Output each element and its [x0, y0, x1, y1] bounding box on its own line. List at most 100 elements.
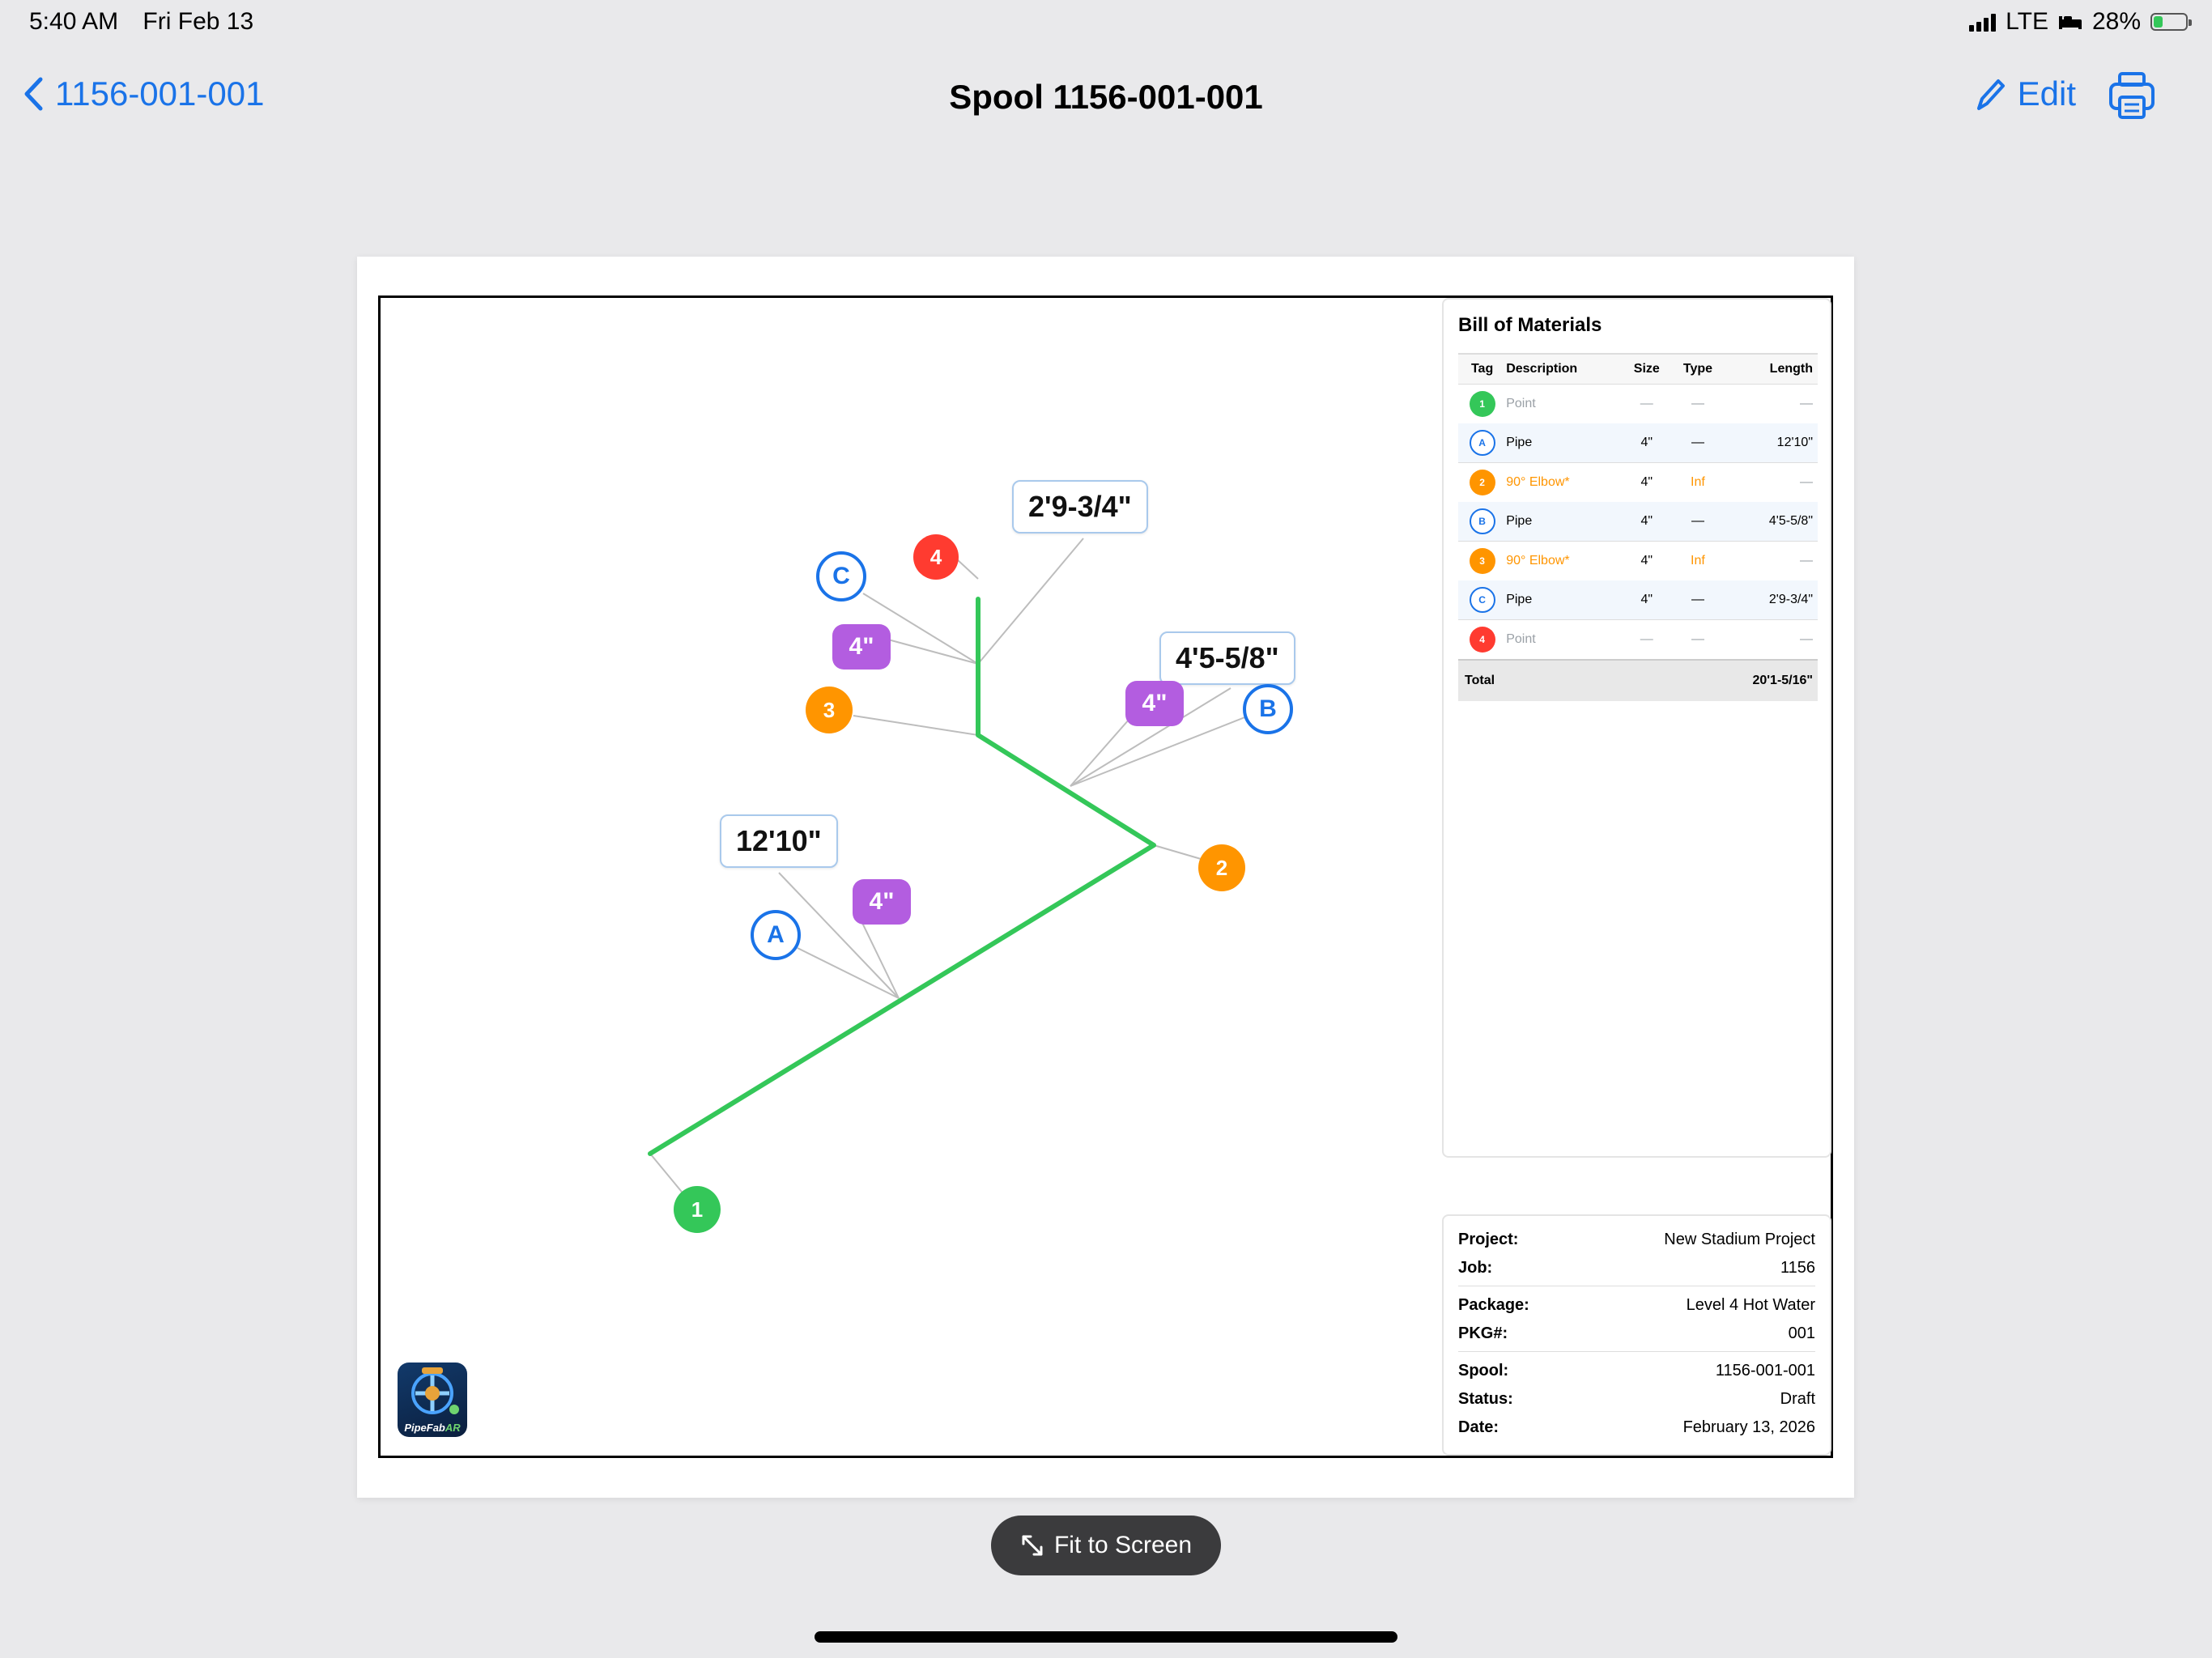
info-spool-value: 1156-001-001 — [1715, 1362, 1815, 1380]
bom-size: 4" — [1640, 554, 1653, 568]
spool-drawing[interactable]: 2'9-3/4" 4'5-5/8" 12'10" 4" 4" 4" 4 C 3 … — [381, 298, 1441, 1456]
fit-to-screen-button[interactable]: Fit to Screen — [991, 1516, 1221, 1575]
tag-badge: 4 — [1469, 627, 1495, 653]
node-c[interactable]: C — [816, 551, 866, 602]
bom-length: — — [1800, 397, 1813, 410]
bom-header-length: Length — [1769, 362, 1813, 376]
fit-to-screen-label: Fit to Screen — [1053, 1532, 1193, 1558]
bom-header-size: Size — [1633, 362, 1660, 376]
print-button[interactable] — [2108, 71, 2155, 124]
bom-type: Inf — [1691, 554, 1705, 568]
chevron-left-icon — [24, 77, 43, 111]
edit-button-label: Edit — [2017, 74, 2076, 113]
info-status-label: Status: — [1458, 1390, 1513, 1408]
tag-badge: 3 — [1469, 548, 1495, 574]
info-package: Package: Level 4 Hot Water — [1458, 1291, 1815, 1320]
bom-type: — — [1691, 436, 1704, 449]
network-type: LTE — [2006, 8, 2048, 35]
bom-size: 4" — [1640, 475, 1653, 489]
logo-emblem-icon — [411, 1367, 459, 1414]
leader-b-length — [1070, 687, 1231, 787]
bom-type: — — [1691, 632, 1704, 646]
leader-a — [797, 947, 900, 999]
node-3[interactable]: 3 — [806, 687, 853, 733]
leader-2 — [1153, 844, 1207, 861]
battery-icon — [2150, 13, 2192, 31]
tag-badge: C — [1469, 587, 1495, 613]
pipe-sketch — [648, 538, 1248, 1210]
battery-percent: 28% — [2091, 8, 2141, 35]
info-project-label: Project: — [1458, 1231, 1519, 1248]
bom-row[interactable]: C Pipe 4" — 2'9-3/4" — [1458, 580, 1818, 619]
info-package-label: Package: — [1458, 1296, 1529, 1314]
info-date-label: Date: — [1458, 1418, 1499, 1436]
length-label-c[interactable]: 2'9-3/4" — [1012, 480, 1148, 534]
bom-size: 4" — [1640, 436, 1653, 449]
info-spool: Spool: 1156-001-001 — [1458, 1357, 1815, 1385]
bom-row[interactable]: B Pipe 4" — 4'5-5/8" — [1458, 502, 1818, 541]
status-time: 5:40 AM — [29, 8, 119, 35]
node-2[interactable]: 2 — [1198, 844, 1245, 891]
bom-size: 4" — [1640, 593, 1653, 606]
pencil-icon — [1976, 79, 2005, 110]
bom-description: Point — [1506, 397, 1536, 410]
bom-row[interactable]: 2 90° Elbow* 4" Inf — — [1458, 462, 1818, 502]
leader-b-size — [1070, 712, 1136, 787]
size-label-b[interactable]: 4" — [1125, 681, 1184, 726]
bom-title: Bill of Materials — [1458, 314, 1602, 336]
bom-row[interactable]: 4 Point — — — — [1458, 619, 1818, 659]
bom-total-row: Total 20'1-5/16" — [1458, 659, 1818, 701]
node-4[interactable]: 4 — [913, 534, 959, 580]
bom-length: 4'5-5/8" — [1768, 514, 1813, 528]
node-1[interactable]: 1 — [674, 1186, 721, 1233]
sheet-frame — [378, 295, 1833, 1458]
info-status-value: Draft — [1780, 1390, 1815, 1408]
node-b[interactable]: B — [1243, 684, 1293, 734]
info-package-value: Level 4 Hot Water — [1686, 1296, 1815, 1314]
bom-row[interactable]: A Pipe 4" — 12'10" — [1458, 423, 1818, 462]
bom-description: 90° Elbow* — [1506, 554, 1570, 568]
info-project-value: New Stadium Project — [1664, 1231, 1815, 1248]
back-button-label: 1156-001-001 — [55, 74, 265, 113]
bom-row[interactable]: 3 90° Elbow* 4" Inf — — [1458, 541, 1818, 580]
bom-header-description: Description — [1506, 362, 1578, 376]
home-indicator[interactable] — [815, 1631, 1397, 1643]
bom-length: — — [1800, 475, 1813, 489]
size-label-c[interactable]: 4" — [832, 624, 891, 670]
length-label-b[interactable]: 4'5-5/8" — [1159, 631, 1295, 685]
bom-size: — — [1640, 397, 1653, 410]
size-label-a[interactable]: 4" — [853, 879, 911, 925]
bom-type: — — [1691, 397, 1704, 410]
bom-description: Pipe — [1506, 593, 1533, 606]
node-a[interactable]: A — [751, 910, 801, 960]
tag-badge: 1 — [1469, 391, 1495, 417]
bom-description: Point — [1506, 632, 1536, 646]
info-job-value: 1156 — [1780, 1259, 1815, 1277]
info-status: Status: Draft — [1458, 1385, 1815, 1414]
info-pkg-label: PKG#: — [1458, 1324, 1508, 1342]
bom-length: — — [1800, 632, 1813, 646]
bom-row[interactable]: 1 Point — — — — [1458, 385, 1818, 423]
back-button[interactable]: 1156-001-001 — [23, 74, 264, 113]
cellular-signal-icon — [1969, 12, 1997, 32]
leader-b — [1070, 716, 1248, 787]
leader-3 — [853, 715, 979, 736]
spool-info-panel: Project: New Stadium Project Job: 1156 P… — [1442, 1214, 1831, 1456]
resize-arrows-icon — [1022, 1535, 1043, 1556]
pipe-route — [648, 597, 1156, 1156]
bom-type: Inf — [1691, 475, 1705, 489]
status-date: Fri Feb 13 — [143, 8, 254, 35]
leader-a-length — [778, 872, 900, 999]
logo-text: PipeFabAR — [404, 1422, 461, 1434]
edit-button[interactable]: Edit — [1974, 74, 2076, 113]
bom-length: 2'9-3/4" — [1768, 593, 1813, 606]
page-title: Spool 1156-001-001 — [949, 78, 1263, 116]
bom-size: 4" — [1640, 514, 1653, 528]
length-label-a[interactable]: 12'10" — [720, 814, 838, 868]
status-bar-left: 5:40 AM Fri Feb 13 — [29, 8, 271, 36]
leader-c-size — [887, 639, 979, 665]
tag-badge: B — [1469, 508, 1495, 534]
bom-total-value: 20'1-5/16" — [1752, 674, 1813, 687]
info-project: Project: New Stadium Project — [1458, 1226, 1815, 1254]
info-date: Date: February 13, 2026 — [1458, 1414, 1815, 1442]
